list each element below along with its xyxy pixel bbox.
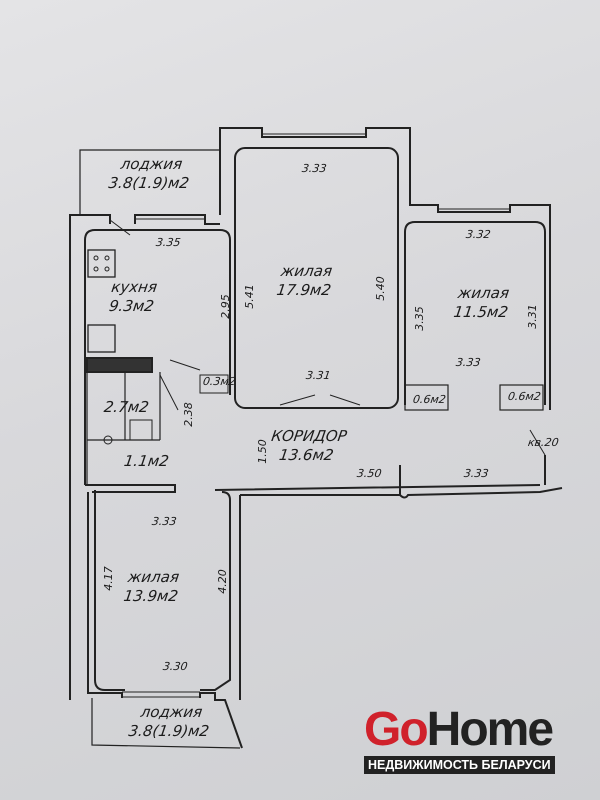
corridor-wall [85, 484, 176, 493]
closet-kitchen-area: 0.3м2 [202, 375, 237, 388]
stove [87, 249, 116, 278]
dim-big-bottom: 3.31 [305, 369, 332, 382]
kitchen-inner [84, 229, 231, 485]
closet-2-area: 0.6м2 [507, 390, 542, 403]
bottom-room-outer [87, 492, 243, 749]
dim-right-top: 3.32 [465, 228, 492, 241]
closet-1 [404, 384, 449, 411]
dim-bottom-bottom: 3.30 [162, 660, 189, 673]
loggia-top-outline [79, 149, 220, 215]
bathroom-area: 2.7м2 [102, 398, 151, 416]
dim-big-right: 5.40 [373, 276, 387, 301]
big-room-wall [219, 127, 551, 410]
closet-2 [499, 384, 544, 411]
dim-big-left: 5.41 [242, 284, 256, 309]
right-room-inner [404, 221, 546, 405]
toilet-fixture [129, 419, 153, 441]
dim-bottom-left: 4.17 [101, 566, 115, 591]
dim-corridor-h: 1.50 [255, 439, 269, 464]
sink [87, 324, 116, 353]
toilet-area: 1.1м2 [122, 452, 171, 470]
dim-bottom-top: 3.33 [151, 515, 178, 528]
bottom-room-inner [94, 490, 231, 691]
dim-bottom-right: 4.20 [215, 569, 229, 594]
dim-right-right: 3.31 [525, 304, 539, 329]
closet-1-area: 0.6м2 [412, 393, 447, 406]
dim-kitchen-h: 2.95 [218, 294, 232, 319]
dim-corridor-w1: 3.50 [356, 467, 383, 480]
gohome-logo: GoHome НЕДВИЖИМОСТЬ БЕЛАРУСИ [364, 706, 556, 774]
kitchen-wall [69, 214, 220, 700]
logo-go: Go [364, 703, 429, 756]
big-room-inner [234, 147, 399, 409]
logo-home: Home [426, 703, 554, 756]
logo-tagline: НЕДВИЖИМОСТЬ БЕЛАРУСИ [364, 756, 555, 774]
dim-corridor-w2: 3.33 [463, 467, 490, 480]
dim-right-bottom: 3.33 [455, 356, 482, 369]
apartment-label: кв.20 [527, 436, 560, 449]
dim-bath-h: 2.38 [181, 402, 195, 427]
dim-right-left: 3.35 [412, 306, 426, 331]
dim-big-top: 3.33 [301, 162, 328, 175]
loggia-bottom-outline [91, 698, 241, 749]
dim-kitchen-w: 3.35 [155, 236, 182, 249]
